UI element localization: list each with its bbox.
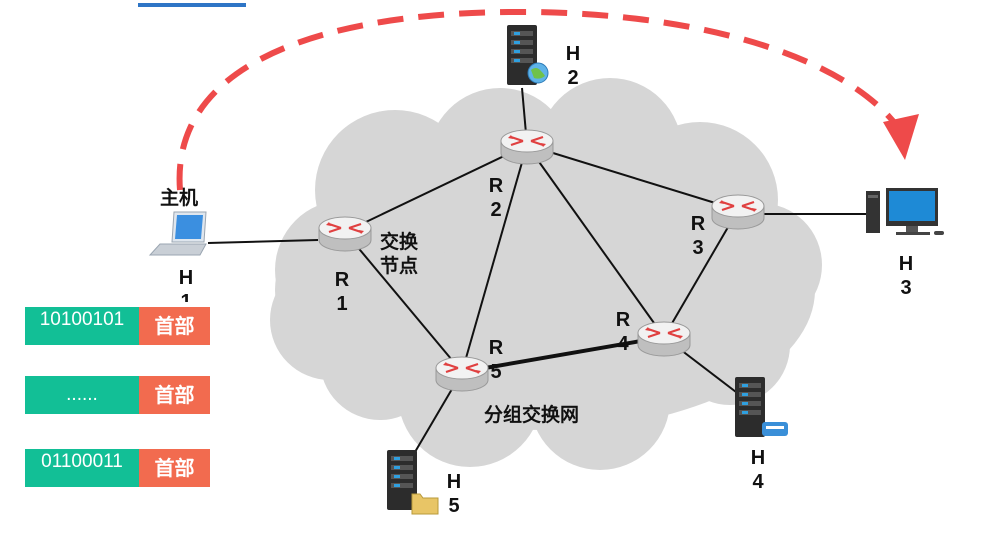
link-r1-r2	[344, 144, 528, 233]
router-r5-icon	[434, 355, 490, 393]
file-server-icon	[387, 450, 439, 515]
packet-header: 首部	[139, 376, 210, 414]
transfer-path-arrow	[176, 8, 903, 191]
link-r2-r4	[526, 144, 665, 338]
title-accent-bar	[138, 3, 246, 7]
packet-payload: ......	[25, 376, 139, 414]
link-h1-r1	[207, 239, 319, 244]
router-r3-icon	[710, 193, 766, 231]
desktop-computer-icon	[866, 188, 944, 235]
link-r5-r4	[461, 335, 665, 374]
host-h1-title: 主机	[160, 187, 199, 209]
router-r1-icon	[317, 215, 373, 253]
database-server-icon	[735, 377, 788, 437]
link-r1-r5	[344, 231, 463, 373]
link-r2-r5	[461, 144, 528, 373]
packet-3: 01100011 首部	[25, 449, 210, 487]
packet-header: 首部	[139, 307, 210, 345]
packet-switching-cloud	[270, 78, 822, 470]
laptop-icon	[148, 211, 207, 256]
packet-payload: 10100101	[25, 307, 139, 345]
link-r3-r4	[663, 209, 739, 338]
router-r4-icon	[636, 320, 692, 358]
link-r2-r3	[526, 144, 739, 211]
packet-1: 10100101 首部	[25, 307, 210, 345]
arrowhead-icon	[883, 114, 919, 160]
network-label: 分组交换网	[484, 404, 580, 426]
switch-node-label: 交换节点	[380, 231, 419, 277]
packet-payload: 01100011	[25, 449, 139, 487]
packet-header: 首部	[139, 449, 210, 487]
router-r2-icon	[499, 128, 555, 166]
packet-2: ...... 首部	[25, 376, 210, 414]
web-server-icon	[507, 25, 549, 85]
